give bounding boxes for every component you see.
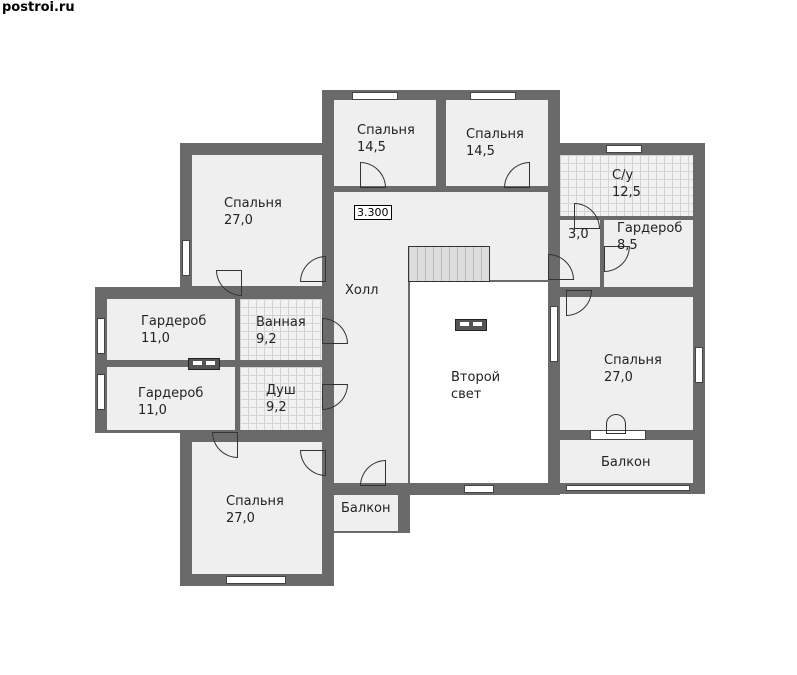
room-wardrobe-left2: [107, 367, 235, 430]
chimney-vent: [188, 358, 220, 370]
room-wardrobe-left1: [107, 299, 235, 360]
window: [97, 318, 105, 354]
window: [550, 306, 558, 362]
room-label: Балкон: [601, 455, 651, 470]
room-bedroom-left-top: [192, 155, 322, 286]
window: [182, 240, 190, 276]
room-bedroom-top1: [334, 100, 436, 186]
room-shower: [240, 367, 322, 430]
room-bedroom-left-bottom: [192, 442, 322, 574]
room-label: Балкон: [341, 501, 391, 516]
window: [470, 92, 516, 100]
window: [606, 145, 642, 153]
room-bedroom-right: [560, 297, 693, 430]
room-bath: [240, 299, 322, 360]
room-bedroom-top2: [446, 100, 548, 186]
balcony-double-door: [606, 414, 626, 434]
window: [97, 374, 105, 410]
chimney-vent: [455, 319, 487, 331]
window: [352, 92, 398, 100]
room-second-light: [410, 282, 548, 483]
window: [226, 576, 286, 584]
window: [566, 485, 690, 491]
room-balcony-center: [334, 495, 398, 531]
site-logo: postroi.ru: [2, 0, 75, 15]
window: [464, 485, 494, 493]
room-hall: [334, 280, 408, 483]
level-mark: 3.300: [354, 205, 392, 220]
staircase: [408, 246, 490, 282]
window: [695, 347, 703, 383]
room-balcony-right: [560, 440, 693, 483]
room-label: 3,0: [568, 227, 589, 242]
room-label: Холл: [345, 283, 379, 298]
